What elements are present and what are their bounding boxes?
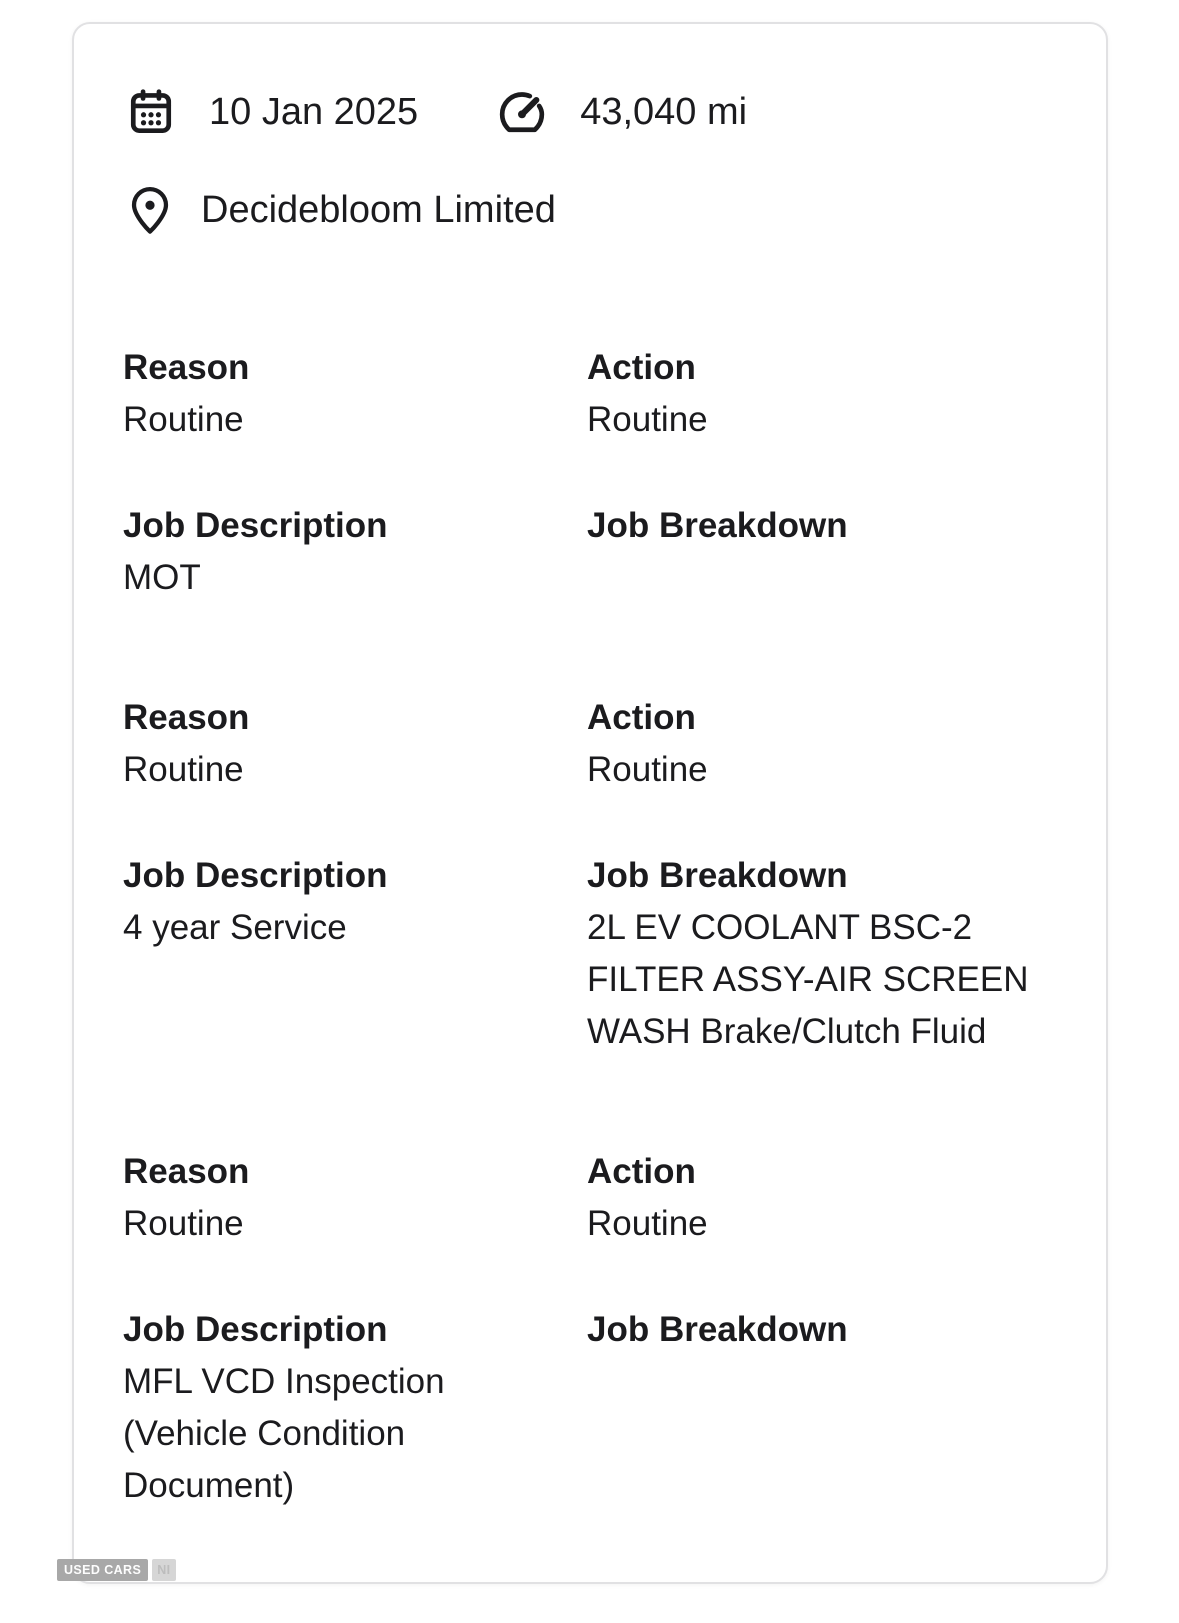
reason-action-row: Reason Routine Action Routine [123,692,1058,796]
job-breakdown-label: Job Breakdown [587,506,848,545]
reason-field: Reason Routine [123,342,587,446]
job-description-field: Job Description MFL VCD Inspection (Vehi… [123,1304,587,1512]
service-records-list: Reason Routine Action Routine Job Descri… [123,342,1058,1512]
job-breakdown-field: Job Breakdown 2L EV COOLANT BSC-2 FILTER… [587,850,1058,1058]
job-row: Job Description 4 year Service Job Break… [123,850,1058,1058]
service-location: Decidebloom Limited [123,180,1058,240]
watermark-ni-badge: NI [152,1559,176,1581]
job-description-value: MOT [123,558,201,597]
service-mileage-text: 43,040 mi [580,91,748,133]
reason-value: Routine [123,750,244,789]
reason-field: Reason Routine [123,1146,587,1250]
job-description-value: MFL VCD Inspection (Vehicle Condition Do… [123,1362,445,1505]
job-breakdown-field: Job Breakdown [587,500,1058,604]
service-record-card: 10 Jan 2025 43,040 mi Decidebloom Limite… [72,22,1108,1584]
action-field: Action Routine [587,342,1058,446]
service-record-3: Reason Routine Action Routine Job Descri… [123,1146,1058,1512]
reason-action-row: Reason Routine Action Routine [123,342,1058,446]
service-header: 10 Jan 2025 43,040 mi [123,84,1058,140]
speedometer-icon [494,84,550,140]
job-breakdown-field: Job Breakdown [587,1304,1058,1512]
reason-value: Routine [123,1204,244,1243]
watermark-used-cars-badge: USED CARS [57,1559,149,1581]
job-breakdown-label: Job Breakdown [587,856,848,895]
action-label: Action [587,348,696,387]
service-location-text: Decidebloom Limited [201,189,556,231]
job-description-label: Job Description [123,856,388,895]
action-value: Routine [587,750,708,789]
job-row: Job Description MFL VCD Inspection (Vehi… [123,1304,1058,1512]
location-pin-icon [123,180,177,240]
action-label: Action [587,698,696,737]
reason-field: Reason Routine [123,692,587,796]
reason-label: Reason [123,1152,250,1191]
job-row: Job Description MOT Job Breakdown [123,500,1058,604]
job-description-field: Job Description 4 year Service [123,850,587,1058]
service-date-text: 10 Jan 2025 [209,91,419,133]
job-description-label: Job Description [123,506,388,545]
action-value: Routine [587,1204,708,1243]
reason-value: Routine [123,400,244,439]
action-field: Action Routine [587,692,1058,796]
job-description-label: Job Description [123,1310,388,1349]
action-field: Action Routine [587,1146,1058,1250]
action-value: Routine [587,400,708,439]
action-label: Action [587,1152,696,1191]
service-date: 10 Jan 2025 [123,84,418,140]
reason-label: Reason [123,698,250,737]
calendar-icon [123,84,179,140]
watermark: USED CARS NI [57,1559,176,1581]
job-description-field: Job Description MOT [123,500,587,604]
job-breakdown-label: Job Breakdown [587,1310,848,1349]
service-mileage: 43,040 mi [494,84,747,140]
job-description-value: 4 year Service [123,908,347,947]
reason-action-row: Reason Routine Action Routine [123,1146,1058,1250]
job-breakdown-value: 2L EV COOLANT BSC-2 FILTER ASSY-AIR SCRE… [587,908,1029,1051]
reason-label: Reason [123,348,250,387]
service-record-1: Reason Routine Action Routine Job Descri… [123,342,1058,604]
service-record-2: Reason Routine Action Routine Job Descri… [123,692,1058,1058]
